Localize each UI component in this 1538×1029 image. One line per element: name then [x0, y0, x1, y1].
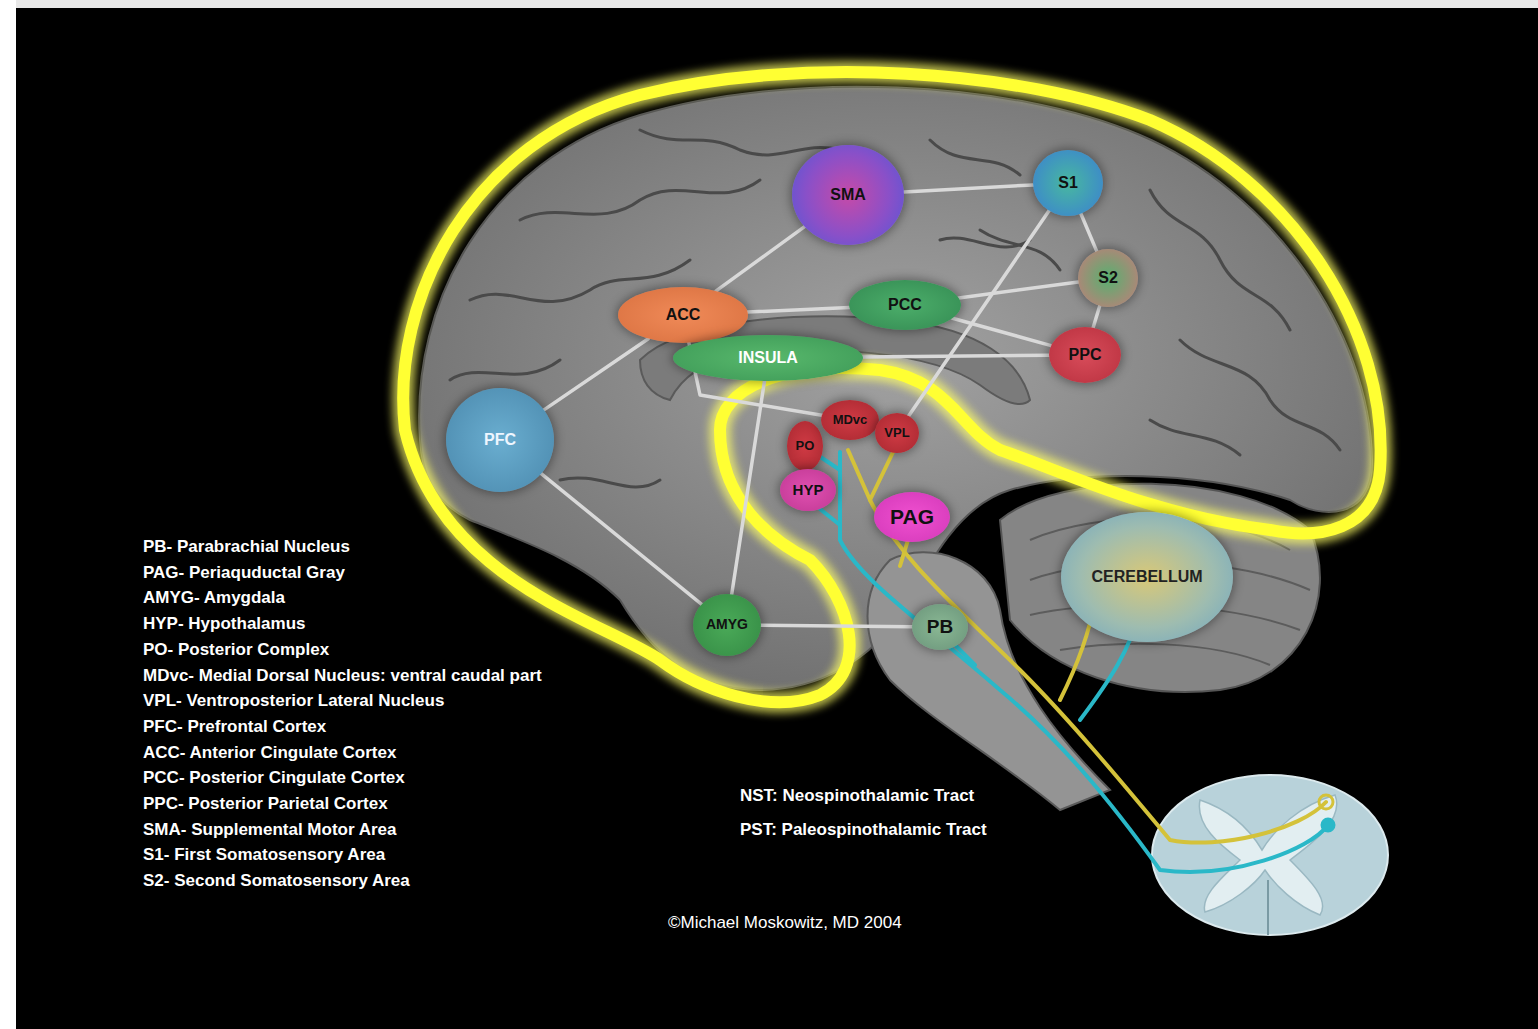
- region-name: S2: [1098, 269, 1118, 287]
- tract-origin: [1319, 795, 1333, 809]
- neural-connection: [1093, 306, 1100, 328]
- region-name: CEREBELLUM: [1091, 568, 1202, 586]
- tract-key: PST: Paleospinothalamic Tract: [740, 820, 987, 840]
- neural-connection: [904, 185, 1033, 192]
- abbreviation-key: S2- Second Somatosensory Area: [143, 871, 410, 891]
- sulci: [450, 130, 1340, 487]
- brain-region: PO: [787, 421, 823, 471]
- brain-region: AMYG: [693, 594, 761, 656]
- neural-connection: [541, 474, 702, 605]
- paleospinothalamic-tract: [840, 452, 1328, 872]
- abbreviation-key: ACC- Anterior Cingulate Cortex: [143, 743, 396, 763]
- brain-region: PFC: [446, 388, 554, 492]
- region-name: PPC: [1069, 346, 1102, 364]
- neural-connection: [732, 381, 765, 594]
- brain-region: HYP: [780, 469, 836, 511]
- abbreviation-key: AMYG- Amygdala: [143, 588, 285, 608]
- brain-region: S1: [1033, 150, 1103, 216]
- tract-origin: [1322, 819, 1334, 831]
- brain-region: INSULA: [673, 335, 863, 381]
- brain-region: ACC: [618, 287, 748, 343]
- abbreviation-key: PAG- Periaquductal Gray: [143, 563, 345, 583]
- region-name: INSULA: [738, 349, 798, 367]
- region-name: PB: [927, 617, 953, 638]
- region-name: MDvc: [833, 413, 868, 427]
- abbreviation-key: MDvc- Medial Dorsal Nucleus: ventral cau…: [143, 666, 542, 686]
- pain-matrix-outline: [403, 72, 1380, 702]
- brain-region: PB: [912, 604, 968, 650]
- region-name: PO: [796, 439, 815, 453]
- neural-connection: [959, 282, 1079, 298]
- brain-region: SMA: [792, 145, 904, 245]
- neural-connection: [863, 355, 1049, 357]
- brain-region: S2: [1078, 249, 1138, 307]
- abbreviation-key: PB- Parabrachial Nucleus: [143, 537, 350, 557]
- neural-connection: [1081, 214, 1097, 251]
- brain-region: PPC: [1049, 327, 1121, 383]
- abbreviation-key: PFC- Prefrontal Cortex: [143, 717, 326, 737]
- region-name: SMA: [830, 186, 866, 204]
- abbreviation-key: PO- Posterior Complex: [143, 640, 329, 660]
- brain-region: VPL: [875, 413, 919, 453]
- neural-connection: [544, 339, 648, 410]
- region-name: HYP: [793, 482, 824, 499]
- brain-region: CEREBELLUM: [1061, 512, 1233, 642]
- spinal-cord: [1152, 775, 1388, 935]
- region-name: PCC: [888, 296, 922, 314]
- neural-connection: [748, 308, 850, 313]
- region-name: PAG: [890, 505, 934, 528]
- region-name: PFC: [484, 431, 516, 449]
- abbreviation-key: PCC- Posterior Cingulate Cortex: [143, 768, 405, 788]
- brain-region: MDvc: [821, 400, 879, 440]
- left-bar: [0, 0, 16, 1029]
- region-name: AMYG: [706, 617, 748, 632]
- region-name: VPL: [884, 426, 909, 440]
- region-name: S1: [1058, 174, 1078, 192]
- abbreviation-key: VPL- Ventroposterior Lateral Nucleus: [143, 691, 444, 711]
- abbreviation-key: HYP- Hypothalamus: [143, 614, 305, 634]
- brain-region: PCC: [849, 280, 961, 330]
- region-name: ACC: [666, 306, 701, 324]
- abbreviation-key: S1- First Somatosensory Area: [143, 845, 385, 865]
- tracts: [810, 448, 1334, 872]
- abbreviation-key: PPC- Posterior Parietal Cortex: [143, 794, 388, 814]
- spinal-fissure: [1267, 880, 1269, 935]
- tract-key: NST: Neospinothalamic Tract: [740, 786, 974, 806]
- abbreviation-key: SMA- Supplemental Motor Area: [143, 820, 396, 840]
- copyright-note: ©Michael Moskowitz, MD 2004: [668, 913, 902, 933]
- neural-connection: [716, 227, 805, 291]
- cerebellum: [1000, 484, 1320, 692]
- top-bar: [0, 0, 1538, 8]
- brain-region: PAG: [874, 492, 950, 542]
- neural-connection: [761, 625, 912, 626]
